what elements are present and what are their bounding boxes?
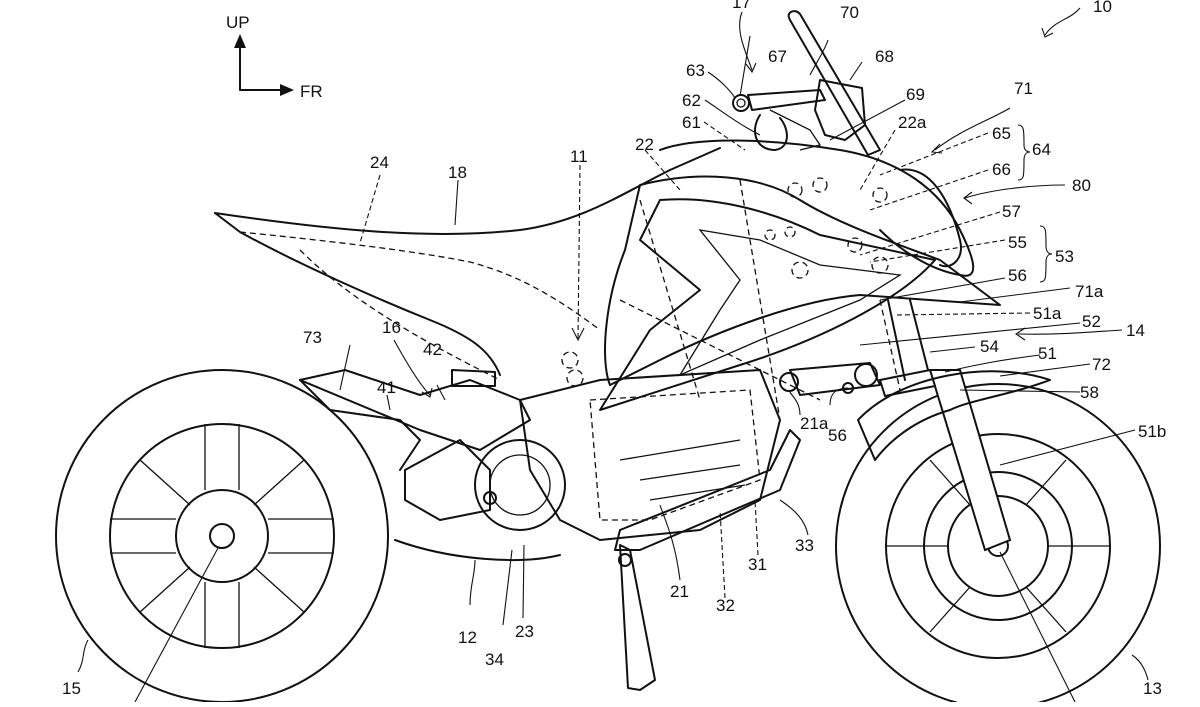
side-stand [619,544,656,691]
rear-wheel [55,369,389,703]
label-13: 13 [1143,679,1162,698]
front-arrowhead-icon [280,84,294,96]
rear-frame-hidden [239,231,601,331]
motor-cover [404,439,491,521]
label-71: 71 [1014,79,1033,98]
label-57: 57 [1002,202,1021,221]
label-33: 33 [795,536,814,555]
label-12: 12 [458,628,477,647]
label-56-upper: 56 [1008,266,1027,285]
label-21: 21 [670,582,689,601]
label-42: 42 [423,340,442,359]
side-cover [604,175,1001,386]
lower-guard [614,429,801,551]
swing-arm [299,369,531,451]
leader-lines [77,7,1149,681]
label-80: 80 [1072,176,1091,195]
side-cover-panel [599,198,936,411]
label-65: 65 [992,124,1011,143]
label-23: 23 [515,622,534,641]
label-22: 22 [635,135,654,154]
label-14: 14 [1126,321,1145,340]
label-58: 58 [1080,383,1099,402]
label-62: 62 [682,91,701,110]
label-51a: 51a [1033,304,1062,323]
headlight-cover [899,168,962,268]
bracket-53 [1039,225,1053,283]
label-22a: 22a [898,113,927,132]
label-55: 55 [1008,233,1027,252]
label-11: 11 [570,147,588,166]
seat-tail-lower [214,212,501,376]
label-41: 41 [377,378,396,397]
suspension-link [779,362,881,396]
orientation-indicator: UP FR [226,13,323,101]
label-67: 67 [768,47,787,66]
up-label: UP [226,13,250,32]
windscreen [787,10,881,156]
rear-connector [451,369,496,387]
reference-numerals: 10 11 12 13 14 15 16 17 18 21 21a 22 22a… [62,0,1166,698]
label-68: 68 [875,47,894,66]
label-53: 53 [1055,247,1074,266]
label-16: 16 [382,318,401,337]
label-66: 66 [992,160,1011,179]
label-73: 73 [303,328,322,347]
label-34: 34 [485,650,504,669]
handlebar-assembly [732,79,866,151]
label-17: 17 [732,0,751,12]
battery-case [519,369,781,541]
label-72: 72 [1092,355,1111,374]
hidden-components [561,177,889,421]
battery-hidden [589,389,761,521]
label-52: 52 [1082,312,1101,331]
label-70: 70 [840,3,859,22]
label-51b: 51b [1138,422,1166,441]
label-64: 64 [1032,140,1051,159]
label-10: 10 [1093,0,1112,16]
front-fork [878,299,1012,552]
rear-fender [299,379,421,471]
label-56-lower: 56 [828,426,847,445]
bracket-64 [1017,124,1031,181]
label-51: 51 [1038,344,1057,363]
rear-pulley [474,439,566,531]
label-54: 54 [980,337,999,356]
label-21a: 21a [800,414,829,433]
label-71a: 71a [1075,282,1104,301]
front-wheel [835,383,1161,707]
label-32: 32 [716,596,735,615]
label-63: 63 [686,61,705,80]
up-arrowhead-icon [234,34,246,48]
label-31: 31 [748,555,767,574]
side-cover-inner [678,229,902,377]
label-24: 24 [370,153,389,172]
label-15: 15 [62,679,81,698]
front-label: FR [300,82,323,101]
label-69: 69 [906,85,925,104]
label-61: 61 [682,113,701,132]
label-18: 18 [448,163,467,182]
front-fender [857,370,1051,461]
seat-tail-upper [214,147,721,235]
